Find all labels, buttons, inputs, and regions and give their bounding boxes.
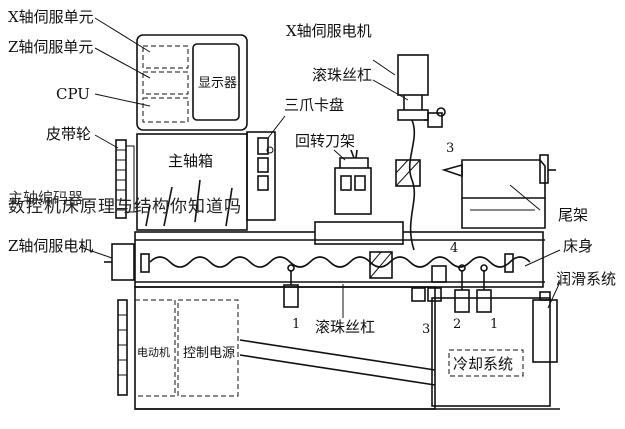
z-servo-unit-label: Z轴伺服单元 — [8, 38, 93, 56]
belt-pulley — [115, 139, 135, 219]
spindle-encoder-label: 主轴编码器 — [8, 189, 83, 207]
watermark-text: 数控机床原理与结构你知道吗 — [8, 197, 242, 217]
num-1-left: 1 — [292, 317, 300, 332]
z-servo-unit-box — [142, 71, 189, 95]
belt-pulley-label: 皮带轮 — [46, 125, 91, 143]
lubrication-system-label: 润滑系统 — [556, 270, 616, 288]
display-screen — [192, 43, 240, 121]
leader-lines — [79, 17, 561, 318]
x-encoder — [424, 107, 446, 128]
bed-encoder — [411, 265, 447, 302]
x-servo-unit-box — [142, 45, 189, 69]
num-3-bottom: 3 — [422, 322, 430, 337]
cpu-box — [142, 97, 189, 123]
bed-ways — [135, 239, 545, 283]
three-jaw-chuck — [246, 131, 276, 221]
num-1-right: 1 — [490, 317, 498, 332]
x-ball-screw — [408, 119, 416, 251]
display-label: 显示器 — [198, 76, 237, 91]
x-servo-unit-label: X轴伺服单元 — [8, 8, 94, 26]
ball-screw-bottom-label: 滚珠丝杠 — [315, 318, 375, 336]
chip-tray-line — [239, 339, 436, 371]
x-servo-motor-label: X轴伺服电机 — [286, 22, 372, 40]
cooling-pumps — [454, 264, 492, 313]
lower-cabinet — [134, 286, 436, 410]
tailstock — [441, 154, 556, 229]
turret-tool-rest-label: 回转刀架 — [295, 132, 355, 150]
belt-drive — [145, 179, 233, 227]
motor-box — [134, 299, 176, 397]
control-power-box — [177, 299, 239, 397]
z-servo-motor — [104, 243, 135, 281]
three-jaw-chuck-label: 三爪卡盘 — [284, 96, 344, 114]
x-servo-motor — [397, 54, 429, 121]
num-2: 2 — [453, 317, 461, 332]
lower-pulley — [117, 299, 128, 396]
lubrication-tank — [532, 291, 558, 363]
control-power-label: 控制电源 — [183, 346, 235, 361]
control-cabinet — [136, 34, 248, 131]
chip-tray-line-2 — [239, 354, 436, 386]
left-limit-switch — [283, 264, 299, 308]
cooling-system-label: 冷却系统 — [453, 355, 513, 373]
z-servo-motor-label: Z轴伺服电机 — [8, 237, 93, 255]
bed-label: 床身 — [563, 237, 593, 255]
cooling-label-box — [448, 349, 524, 377]
motor-label: 电动机 — [137, 345, 170, 359]
num-4: 4 — [450, 241, 458, 256]
num-3-top: 3 — [446, 141, 454, 156]
tailstock-label: 尾架 — [558, 206, 588, 224]
ball-screw-top-label: 滚珠丝杠 — [312, 66, 372, 84]
spindle-box-label: 主轴箱 — [168, 152, 213, 170]
cpu-label: CPU — [56, 85, 90, 103]
turret-tool-rest — [314, 149, 404, 245]
